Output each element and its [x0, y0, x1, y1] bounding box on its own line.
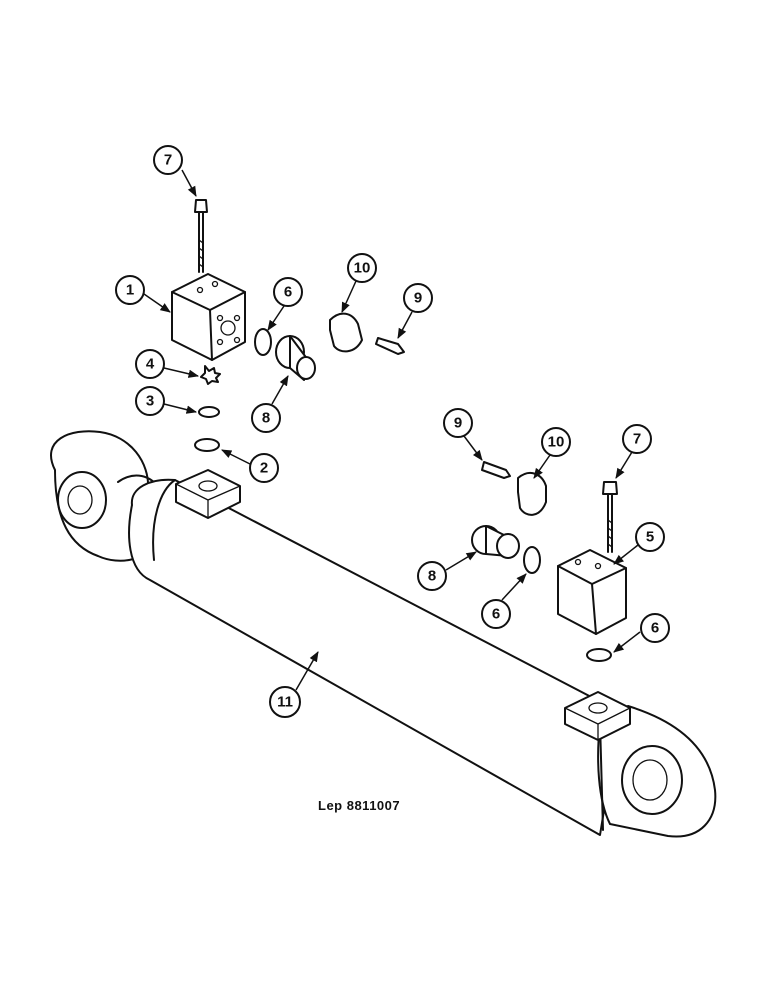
callout-5: 5: [613, 522, 665, 565]
o-ring-small: [194, 438, 220, 452]
clamp-lower: [517, 471, 547, 516]
callout-8-upper: 8: [251, 375, 289, 433]
o-ring-lower: [586, 648, 612, 662]
callout-4: 4: [135, 349, 200, 379]
callout-2: 2: [221, 449, 279, 483]
callout-11: 11: [269, 651, 319, 718]
svg-text:3: 3: [146, 393, 154, 410]
screw-lower: [481, 461, 511, 479]
svg-text:6: 6: [284, 284, 292, 301]
svg-text:6: 6: [492, 606, 500, 623]
bolt-lower: [602, 481, 618, 553]
svg-text:9: 9: [454, 415, 462, 432]
svg-text:10: 10: [548, 434, 565, 451]
callout-7-lower: 7: [615, 424, 652, 479]
callout-6-mid: 6: [481, 573, 527, 629]
svg-text:7: 7: [164, 152, 172, 169]
callout-3: 3: [135, 386, 198, 416]
callout-9-lower: 9: [443, 408, 483, 461]
drawing-reference: Lep 8811007: [318, 798, 401, 813]
callout-6-upper: 6: [267, 277, 303, 331]
svg-text:9: 9: [414, 290, 422, 307]
callout-9-upper: 9: [397, 283, 433, 339]
svg-text:8: 8: [262, 410, 270, 427]
callout-8-lower: 8: [417, 551, 477, 591]
valve-block-upper: [171, 273, 246, 361]
callout-6-lower: 6: [613, 613, 670, 653]
svg-text:1: 1: [126, 282, 134, 299]
svg-text:8: 8: [428, 568, 436, 585]
svg-text:6: 6: [651, 620, 659, 637]
valve-block-lower: [557, 549, 627, 635]
svg-text:4: 4: [146, 356, 155, 373]
cylinder-barrel: [50, 430, 717, 838]
svg-text:11: 11: [277, 694, 293, 711]
o-ring-mid: [523, 546, 541, 574]
fitting-lower: [471, 525, 520, 559]
svg-text:2: 2: [260, 460, 268, 477]
callout-1: 1: [115, 275, 171, 313]
plug: [198, 406, 220, 418]
callout-10-upper: 10: [341, 253, 377, 313]
callout-7-upper: 7: [153, 145, 197, 197]
callout-10-lower: 10: [533, 427, 571, 479]
fitting-upper: [275, 335, 316, 381]
svg-text:7: 7: [633, 431, 641, 448]
screw-upper: [375, 337, 405, 355]
bolt-upper: [194, 199, 208, 273]
clamp-upper: [329, 312, 363, 353]
svg-text:10: 10: [354, 260, 371, 277]
svg-text:5: 5: [646, 529, 654, 546]
o-ring-upper: [254, 328, 272, 356]
star-washer: [200, 365, 221, 385]
